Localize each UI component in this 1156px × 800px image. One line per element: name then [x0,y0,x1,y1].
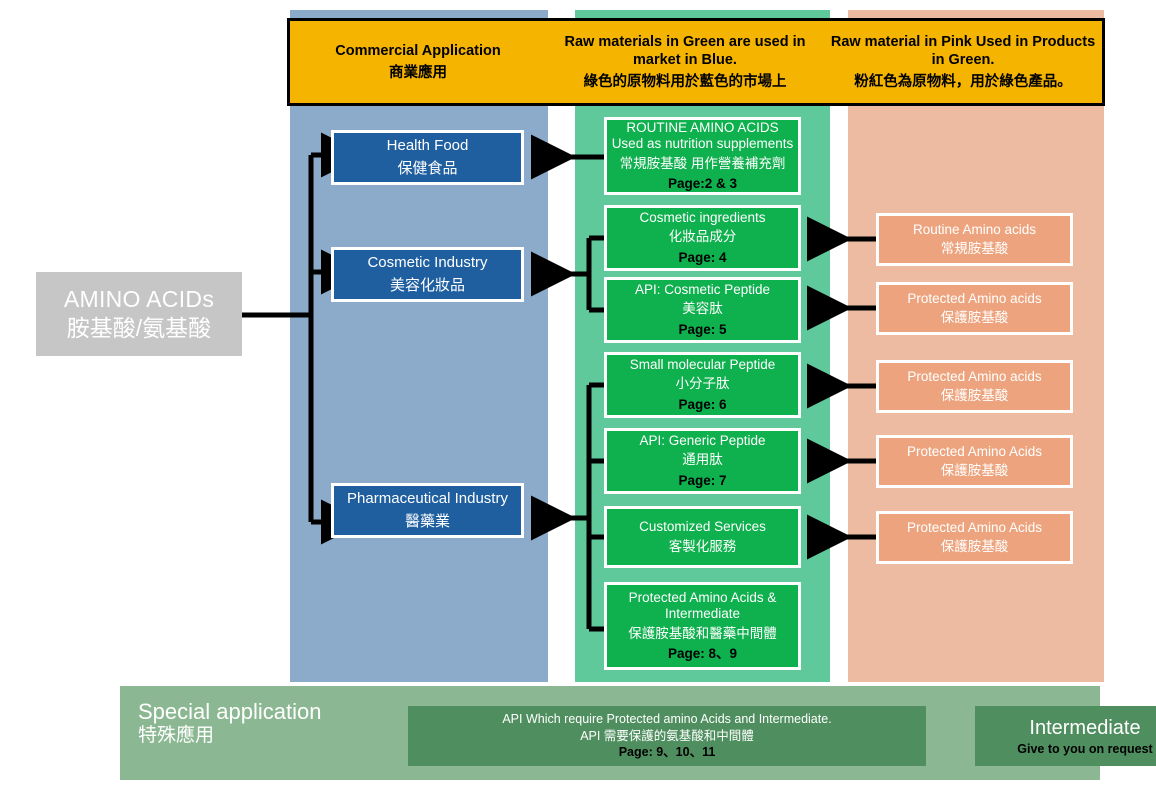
product-label-en: Small molecular Peptide [629,356,776,372]
product-label-zh: 通用肽 [682,452,723,468]
special-api-page: Page: 9、10、11 [618,745,716,760]
special-api-line1: API Which require Protected amino Acids … [502,711,832,726]
legend-cell-pink-raw-material: Raw material in Pink Used in Products in… [824,21,1102,103]
product-label-en: API: Cosmetic Peptide [634,281,771,297]
product-page: Page:2 & 3 [667,175,738,191]
raw-material-node-protected-amino-acids-4[interactable]: Protected Amino Acids 保護胺基酸 [876,511,1073,564]
legend-banner: Commercial Application 商業應用 Raw material… [287,18,1105,106]
legend-cell-zh: 商業應用 [389,65,447,81]
legend-cell-green-raw-materials: Raw materials in Green are used in marke… [546,21,824,103]
product-page: Page: 6 [678,396,727,412]
special-application-strip: Special application 特殊應用 API Which requi… [120,686,1156,780]
market-label-zh: 醫藥業 [404,513,450,530]
raw-material-node-routine-amino-acids[interactable]: Routine Amino acids 常規胺基酸 [876,213,1073,266]
special-title-en: Special application [138,699,322,724]
product-label-en: API: Generic Peptide [639,432,766,448]
market-label-zh: 美容化妝品 [389,277,465,294]
market-node-cosmetic-industry[interactable]: Cosmetic Industry 美容化妝品 [331,247,524,302]
product-page: Page: 4 [678,249,727,265]
market-label-en: Cosmetic Industry [367,253,488,271]
raw-material-label-en: Protected Amino acids [907,368,1042,384]
market-label-en: Pharmaceutical Industry [347,489,508,507]
product-page: Page: 5 [678,321,727,337]
raw-material-node-protected-amino-acids-1[interactable]: Protected Amino acids 保護胺基酸 [876,282,1073,335]
product-label-zh: 化妝品成分 [668,229,737,245]
raw-material-label-zh: 保護胺基酸 [940,539,1009,554]
source-node-amino-acids: AMINO ACIDs 胺基酸/氨基酸 [36,272,242,356]
source-label-zh: 胺基酸/氨基酸 [66,314,212,341]
market-node-health-food[interactable]: Health Food 保健食品 [331,130,524,185]
product-label-en: Protected Amino Acids & Intermediate [628,589,777,622]
special-api-line2: API 需要保護的氨基酸和中間體 [580,728,754,743]
product-label-en: Customized Services [639,519,766,535]
product-node-api-generic-peptide[interactable]: API: Generic Peptide 通用肽 Page: 7 [604,428,801,494]
raw-material-node-protected-amino-acids-3[interactable]: Protected Amino Acids 保護胺基酸 [876,435,1073,488]
special-title-zh: 特殊應用 [138,725,215,747]
product-node-cosmetic-ingredients[interactable]: Cosmetic ingredients 化妝品成分 Page: 4 [604,205,801,271]
raw-material-label-zh: 常規胺基酸 [940,241,1009,256]
market-node-pharmaceutical-industry[interactable]: Pharmaceutical Industry 醫藥業 [331,483,524,538]
product-page: Page: 7 [678,472,727,488]
product-label-zh: 小分子肽 [675,376,730,392]
special-intermediate-box[interactable]: Intermediate Give to you on request [975,706,1156,766]
product-label-en: ROUTINE AMINO ACIDS Used as nutrition su… [611,119,794,152]
raw-material-label-zh: 保護胺基酸 [940,310,1009,325]
special-intermediate-sub: Give to you on request [1017,741,1153,756]
special-intermediate-en: Intermediate [1029,716,1141,739]
raw-material-node-protected-amino-acids-2[interactable]: Protected Amino acids 保護胺基酸 [876,360,1073,413]
raw-material-label-en: Protected Amino Acids [906,443,1043,459]
product-node-protected-amino-acids-intermediate[interactable]: Protected Amino Acids & Intermediate 保護胺… [604,582,801,670]
raw-material-label-zh: 保護胺基酸 [940,463,1009,478]
market-label-en: Health Food [386,136,469,154]
product-node-api-cosmetic-peptide[interactable]: API: Cosmetic Peptide 美容肽 Page: 5 [604,277,801,343]
product-page: Page: 8、9 [667,645,738,661]
legend-cell-commercial-application: Commercial Application 商業應用 [290,21,546,103]
raw-material-label-en: Protected Amino Acids [906,519,1043,535]
raw-material-label-zh: 保護胺基酸 [940,388,1009,403]
legend-cell-en: Commercial Application [335,42,501,59]
product-label-zh: 常規胺基酸 用作營養補充劑 [619,155,786,171]
legend-cell-zh: 綠色的原物料用於藍色的市場上 [583,74,787,91]
source-label-en: AMINO ACIDs [63,285,215,312]
product-label-zh: 美容肽 [682,301,723,317]
product-label-en: Cosmetic ingredients [639,209,766,225]
special-application-title: Special application 特殊應用 [138,700,321,748]
product-node-small-molecular-peptide[interactable]: Small molecular Peptide 小分子肽 Page: 6 [604,352,801,418]
product-node-customized-services[interactable]: Customized Services 客製化服務 [604,506,801,568]
column-band-raw-materials [848,10,1104,682]
legend-cell-en: Raw materials in Green are used in marke… [564,33,806,68]
legend-cell-zh: 粉紅色為原物料，用於綠色產品。 [854,74,1072,91]
legend-cell-en: Raw material in Pink Used in Products in… [830,33,1096,68]
column-band-commercial [290,10,548,682]
market-label-zh: 保健食品 [397,160,458,177]
raw-material-label-en: Protected Amino acids [907,290,1042,306]
product-label-zh: 保護胺基酸和醫藥中間體 [628,625,777,641]
product-label-zh: 客製化服務 [668,538,737,554]
special-api-box[interactable]: API Which require Protected amino Acids … [408,706,926,766]
product-node-routine-amino-acids[interactable]: ROUTINE AMINO ACIDS Used as nutrition su… [604,117,801,195]
raw-material-label-en: Routine Amino acids [912,221,1037,237]
